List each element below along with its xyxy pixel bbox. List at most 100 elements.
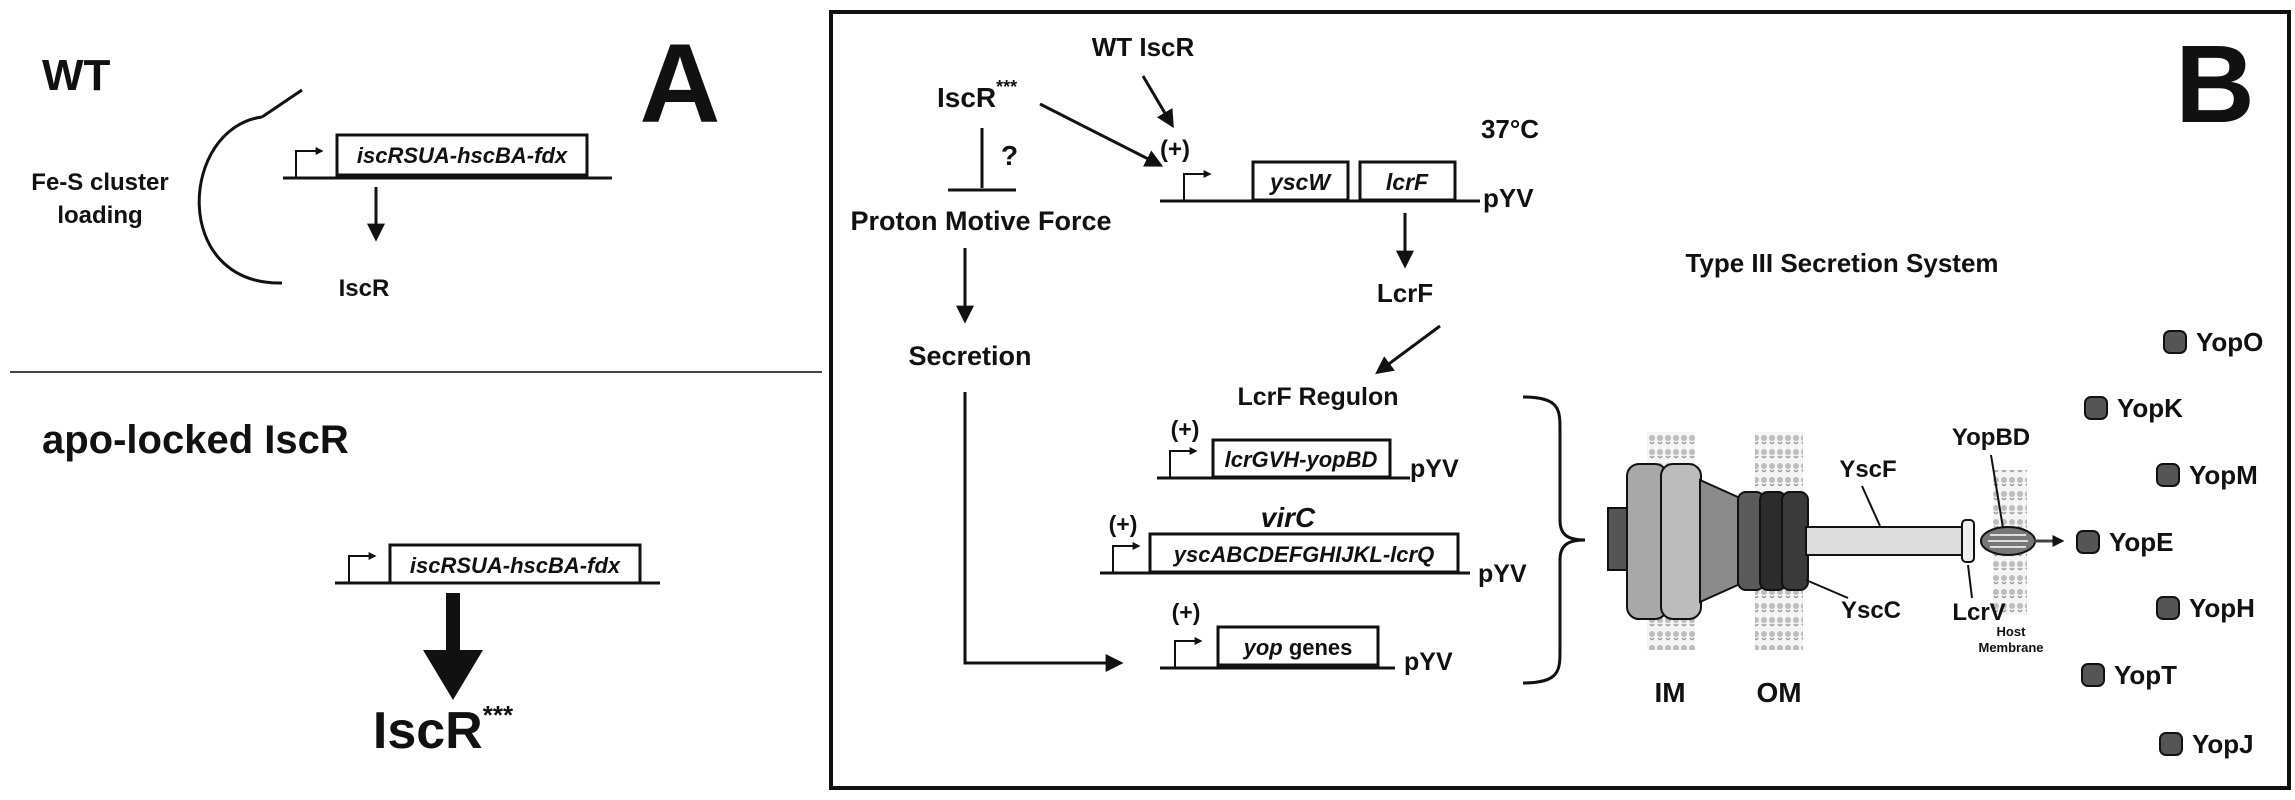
yopbd-leader bbox=[1990, 454, 2004, 529]
wt-iscr-label: WT IscR bbox=[1092, 32, 1195, 62]
yscf-needle bbox=[1805, 526, 1967, 556]
apo-title: apo-locked IscR bbox=[42, 418, 349, 462]
operon-2-gene-box bbox=[1148, 532, 1460, 574]
host-membrane-label-1: Host bbox=[1997, 624, 2027, 639]
lcrv-label: LcrV bbox=[1952, 599, 2005, 626]
operon-3-plasmid-label: pYV bbox=[1404, 648, 1453, 676]
top-promoter-arrow-icon bbox=[1183, 170, 1212, 201]
yscc-label: YscC bbox=[1841, 597, 1901, 624]
panel-a-label: A bbox=[640, 21, 721, 146]
effector-yopm-label: YopM bbox=[2189, 460, 2258, 490]
wt-promoter-arrow-icon bbox=[295, 147, 324, 178]
effector-yopj-icon bbox=[2159, 732, 2183, 756]
panel-b-label: B bbox=[2175, 23, 2254, 146]
operon-1-promoter-arrow-icon bbox=[1169, 447, 1198, 478]
periplasmic-ring bbox=[1699, 478, 1741, 604]
effector-yopt-icon bbox=[2081, 663, 2105, 687]
plus-operon-2: (+) bbox=[1109, 511, 1138, 537]
om-label: OM bbox=[1756, 677, 1801, 708]
effector-yopk-icon bbox=[2084, 396, 2108, 420]
apo-section: apo-locked IscR iscRSUA-hscBA-fdx IscR**… bbox=[42, 418, 660, 760]
panel-b: B IscR*** ? Proton Motive Force Secretio… bbox=[829, 10, 2291, 790]
effector-list: YopO YopK YopM YopE YopH YopT bbox=[2076, 327, 2263, 759]
plus-operon-1: (+) bbox=[1171, 416, 1200, 442]
wt-section: WT Fe-S cluster loading iscRSUA-hscBA-fd… bbox=[31, 51, 612, 302]
im-label: IM bbox=[1654, 677, 1685, 708]
plus-operon-3: (+) bbox=[1172, 599, 1201, 625]
apo-iscr-product: IscR*** bbox=[373, 700, 514, 760]
wt-iscr-product: IscR bbox=[339, 275, 390, 302]
effector-yopo-icon bbox=[2163, 330, 2187, 354]
panel-a: A WT Fe-S cluster loading iscRSUA-hscBA-… bbox=[10, 21, 822, 760]
iscr-to-yscw-arrow-icon bbox=[1039, 102, 1164, 167]
operon-3-gene-box bbox=[1216, 625, 1380, 667]
yscc-leader bbox=[1805, 579, 1849, 599]
effector-yopt-label: YopT bbox=[2114, 660, 2177, 690]
wt-gene-label: iscRSUA-hscBA-fdx bbox=[357, 143, 568, 168]
pmf-question-mark: ? bbox=[1001, 140, 1018, 171]
apo-gene-label: iscRSUA-hscBA-fdx bbox=[410, 553, 621, 578]
operon-1-plasmid-label: pYV bbox=[1410, 455, 1459, 483]
wt-title: WT bbox=[42, 51, 111, 100]
wt-iscr-arrow-icon bbox=[1141, 75, 1174, 129]
operon-3-gene-label: yop genes bbox=[1243, 635, 1353, 660]
effector-yopm: YopM bbox=[2156, 460, 2258, 490]
lcrf-to-regulon-arrow-icon bbox=[1375, 324, 1441, 375]
operon-2-plasmid-label: pYV bbox=[1478, 560, 1527, 588]
effector-yopm-icon bbox=[2156, 463, 2180, 487]
effector-yoph-icon bbox=[2156, 596, 2180, 620]
effector-yopo: YopO bbox=[2163, 327, 2263, 357]
host-membrane-label-2: Membrane bbox=[1978, 640, 2043, 655]
translocon-stripes bbox=[1988, 534, 2028, 548]
lcrf-protein-label: LcrF bbox=[1377, 278, 1433, 308]
effector-yopk-label: YopK bbox=[2117, 393, 2183, 423]
t3ss-title: Type III Secretion System bbox=[1685, 248, 1998, 278]
temperature-label: 37°C bbox=[1481, 114, 1539, 144]
iscr-mutant-label: IscR*** bbox=[937, 77, 1017, 113]
effector-yopk: YopK bbox=[2084, 393, 2183, 423]
effector-yope-icon bbox=[2076, 530, 2100, 554]
operon-1-gene-box bbox=[1211, 438, 1392, 479]
lcrv-leader bbox=[1967, 564, 1973, 599]
pmf-label: Proton Motive Force bbox=[850, 206, 1111, 236]
apo-gene-box bbox=[388, 543, 642, 585]
yscw-gene-box bbox=[1251, 160, 1350, 202]
panel-b-frame bbox=[829, 10, 2291, 790]
apo-promoter-arrow-icon bbox=[348, 552, 377, 583]
secretion-to-yop-arrow-icon bbox=[963, 392, 1124, 672]
regulon-label: LcrF Regulon bbox=[1237, 383, 1398, 411]
operon-2-gene-label: yscABCDEFGHIJKL-lcrQ bbox=[1173, 542, 1434, 567]
lcrv-tip bbox=[1961, 519, 1975, 563]
effector-yopo-label: YopO bbox=[2196, 327, 2263, 357]
effector-yoph-label: YopH bbox=[2189, 593, 2255, 623]
apo-expression-arrow-icon bbox=[423, 650, 483, 700]
t3ss-diagram: Type III Secretion System YscF YscC YopB… bbox=[1607, 248, 2065, 708]
operon-2-promoter-arrow-icon bbox=[1112, 542, 1141, 573]
effector-yopj: YopJ bbox=[2159, 729, 2254, 759]
lcrf-gene-label: lcrF bbox=[1386, 169, 1429, 195]
operon-1-gene-label: lcrGVH-yopBD bbox=[1225, 447, 1378, 472]
effector-yoph: YopH bbox=[2156, 593, 2255, 623]
effector-yopj-label: YopJ bbox=[2192, 729, 2254, 759]
effector-yopt: YopT bbox=[2081, 660, 2177, 690]
plus-top: (+) bbox=[1160, 136, 1190, 163]
yopbd-label: YopBD bbox=[1952, 424, 2030, 451]
om-secretin-3 bbox=[1781, 491, 1809, 591]
yscw-gene-label: yscW bbox=[1269, 169, 1332, 195]
yscf-label: YscF bbox=[1839, 456, 1896, 483]
basal-cap bbox=[1607, 507, 1629, 571]
effector-yope-label: YopE bbox=[2109, 527, 2174, 557]
im-ring-inner bbox=[1660, 463, 1702, 620]
operon-3-promoter-arrow-icon bbox=[1174, 637, 1203, 668]
repression-bar-icon bbox=[261, 88, 303, 119]
regulon-brace bbox=[1522, 395, 1586, 685]
virc-title: virC bbox=[1261, 502, 1316, 533]
wt-gene-box bbox=[335, 133, 589, 177]
top-plasmid-label: pYV bbox=[1483, 183, 1534, 213]
fe-s-label-line1: Fe-S cluster bbox=[31, 169, 168, 196]
yscf-leader bbox=[1861, 485, 1881, 527]
lcrf-gene-box bbox=[1358, 160, 1457, 202]
secretion-label: Secretion bbox=[908, 341, 1031, 371]
fe-s-label-line2: loading bbox=[57, 202, 142, 229]
